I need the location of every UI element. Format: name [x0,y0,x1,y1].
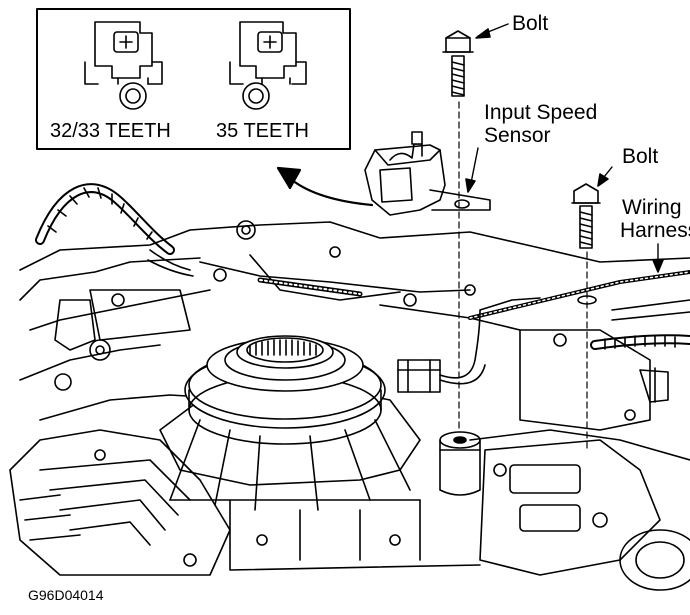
sensor-variant-left [84,21,163,110]
curved-arrow [276,166,374,207]
input-speed-sensor-drawing [364,131,491,216]
inset-caption-right: 35 TEETH [216,120,309,142]
callout-wiring-line2: Harness [620,219,690,242]
callout-input-speed-line2: Sensor [484,124,551,147]
inset-caption-left: 32/33 TEETH [50,120,171,142]
sensor-boss [439,431,481,496]
bolt-right-drawing [571,166,613,451]
valve-body-left [9,429,231,576]
callout-input-speed-line1: Input Speed [484,101,598,124]
callout-bolt-top: Bolt [512,12,549,35]
lower-structure [229,499,481,571]
wiring-harness-pointer [652,243,664,273]
harness-left [35,183,194,277]
harness-connector [397,297,541,393]
bolt-top-drawing [442,23,509,471]
transmission-case [19,220,690,421]
figure-id: G96D04014 [28,587,104,603]
sensor-variant-right [229,21,307,110]
callout-bolt-right: Bolt [622,145,659,168]
callout-wiring-line1: Wiring [622,196,682,219]
sensor-variants-inset [36,8,351,150]
valve-body-right [469,329,690,591]
bearing-housing [159,335,421,511]
harness-right [590,299,690,403]
